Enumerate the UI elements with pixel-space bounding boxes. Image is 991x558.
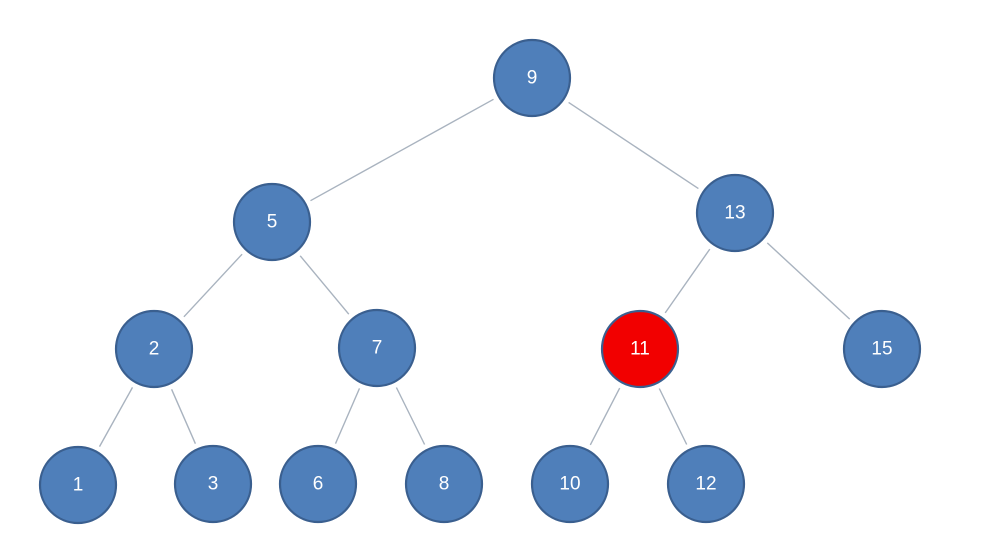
- tree-node-5: 5: [232, 182, 312, 262]
- tree-node-13: 13: [695, 173, 775, 253]
- tree-node-9: 9: [492, 38, 572, 118]
- node-circle: [695, 173, 775, 253]
- node-circle: [114, 309, 194, 389]
- edge-n5-n2: [183, 253, 243, 318]
- node-circle: [842, 309, 922, 389]
- node-label: 2: [149, 339, 160, 360]
- node-label: 15: [871, 339, 892, 360]
- node-label: 3: [208, 474, 219, 495]
- tree-node-1: 1: [38, 445, 118, 525]
- edge-n9-n13: [568, 101, 699, 190]
- node-label: 9: [527, 68, 538, 89]
- edge-n9-n5: [310, 98, 494, 202]
- node-label: 10: [559, 474, 580, 495]
- node-label: 5: [267, 212, 278, 233]
- edge-n7-n6: [334, 388, 361, 444]
- node-label: 12: [695, 474, 716, 495]
- tree-node-11-highlighted: 11: [600, 309, 680, 389]
- tree-node-12: 12: [666, 444, 746, 524]
- node-circle: [337, 308, 417, 388]
- edge-n13-n11: [664, 248, 711, 314]
- tree-node-7: 7: [337, 308, 417, 388]
- tree-node-2: 2: [114, 309, 194, 389]
- edge-n11-n12: [658, 388, 688, 445]
- edge-n2-n3: [170, 389, 197, 444]
- node-circle: [173, 444, 253, 524]
- node-label: 11: [630, 339, 650, 360]
- node-label: 8: [439, 474, 450, 495]
- node-circle: [38, 445, 118, 525]
- node-label: 7: [372, 338, 383, 359]
- node-circle: [666, 444, 746, 524]
- edge-n11-n10: [589, 387, 621, 446]
- node-circle: [404, 444, 484, 524]
- node-label: 1: [73, 475, 84, 496]
- node-label: 6: [313, 474, 324, 495]
- edge-n5-n7: [299, 255, 350, 315]
- edge-n2-n1: [98, 387, 134, 447]
- node-label: 13: [724, 203, 745, 224]
- edge-n13-n15: [766, 242, 851, 320]
- node-circle: [278, 444, 358, 524]
- tree-node-8: 8: [404, 444, 484, 524]
- tree-node-3: 3: [173, 444, 253, 524]
- node-circle: [600, 309, 680, 389]
- tree-node-10: 10: [530, 444, 610, 524]
- tree-node-15: 15: [842, 309, 922, 389]
- node-circle: [232, 182, 312, 262]
- node-circle: [530, 444, 610, 524]
- tree-edges: [98, 98, 851, 447]
- tree-node-6: 6: [278, 444, 358, 524]
- node-circle: [492, 38, 572, 118]
- edge-n7-n8: [395, 387, 426, 445]
